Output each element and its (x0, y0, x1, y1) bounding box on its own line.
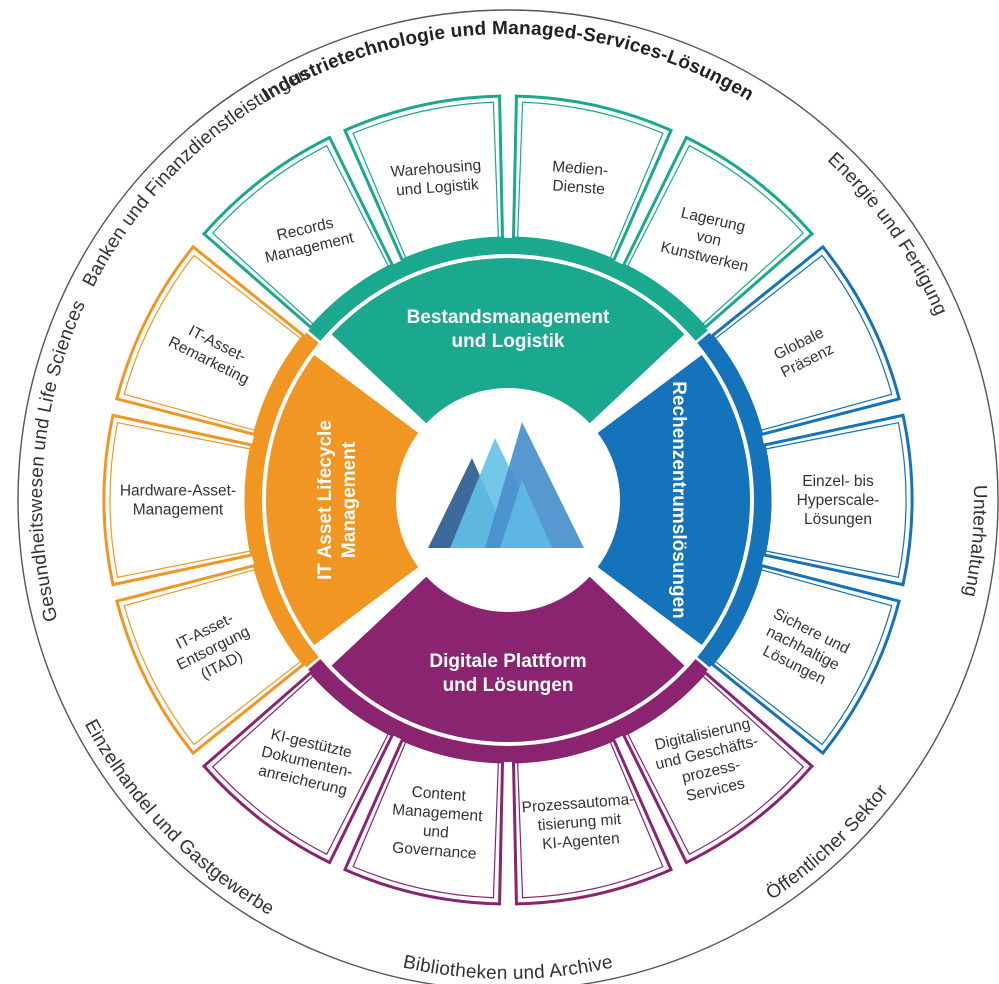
industry-label-libraries: Bibliotheken und Archive (401, 952, 614, 984)
industry-label-public-sector: Öffentlicher Sektor (763, 781, 893, 905)
segment-label-line: Warehousing (390, 157, 482, 181)
segment-datacenter-2[interactable]: Sichere undnachhaltigeLösungen (710, 563, 901, 756)
segment-label: Medien-Dienste (550, 158, 609, 198)
category-band-thin (245, 332, 319, 668)
category-bands: Bestandsmanagement und LogistikRechenzent… (245, 238, 771, 762)
category-label-datacenter: Rechenzentrumslösungen (668, 381, 689, 619)
category-label-line: Bestandsmanagement (407, 307, 610, 328)
category-label-digital: Digitale Plattform und Lösungen (429, 651, 586, 696)
segment-label-line: Management (392, 801, 484, 825)
category-band-thick (331, 568, 685, 743)
industry-label-healthcare: Gesundheitswesen und Life Sciences (26, 297, 90, 624)
category-digital[interactable]: Digitale Plattform und Lösungen (308, 568, 708, 762)
segment-itam-1[interactable]: Hardware-Asset- Management (102, 413, 254, 587)
segment-label-line: Dienste (552, 177, 606, 198)
segment-label-line: KI-Agenten (542, 830, 621, 853)
segment-label-line: Governance (392, 839, 478, 862)
category-label-line: und Lösungen (443, 675, 574, 696)
segment-logistics-3[interactable]: LagerungvonKunstwerken (621, 135, 815, 330)
segment-logistics-0[interactable]: RecordsManagement (201, 135, 395, 330)
category-band-thin (697, 332, 771, 668)
industry-label-industry-technology: Industrietechnologie und Managed-Service… (259, 18, 757, 106)
segment-label-line: Content (411, 784, 467, 805)
segment-digital-0[interactable]: Digitalisierungund Geschäfts-prozess-Ser… (621, 670, 815, 865)
mountain-logo-icon (428, 422, 584, 548)
category-label-line: Management (339, 441, 360, 558)
logo-peak-highlight (500, 480, 552, 548)
segment-digital-2[interactable]: ContentManagementundGovernance (342, 737, 505, 906)
segment-label: Sichere undnachhaltigeLösungen (753, 605, 852, 691)
segment-label: Warehousingund Logistik (390, 157, 483, 200)
outer-circle (17, 9, 999, 984)
industry-label-entertainment: Unterhaltung (959, 485, 990, 599)
segment-label-line: und Logistik (395, 176, 479, 199)
logo-peak-right (485, 422, 584, 548)
segment-label-line: Medien- (552, 158, 609, 179)
category-band-thick (331, 258, 685, 432)
segment-label-line: tisierung mit (537, 811, 622, 834)
segment-itam-2[interactable]: IT-Asset-Remarketing (115, 244, 306, 437)
segment-label-line: Hardware-Asset- (120, 483, 236, 500)
segment-label-line: Einzel- bis (802, 473, 874, 490)
category-label-logistics: Bestandsmanagement und Logistik (407, 307, 610, 352)
category-label-line: Digitale Plattform (429, 651, 586, 672)
category-band-thin (308, 659, 708, 762)
segment-label: Hardware-Asset- Management (120, 483, 236, 519)
segment-label-line: Hyperscale- (797, 492, 880, 509)
segment-label-line: Lösungen (804, 511, 872, 528)
center-hub (396, 388, 620, 612)
category-datacenter[interactable]: Rechenzentrumslösungen (588, 332, 771, 668)
segment-digital-1[interactable]: Prozessautoma-tisierung mitKI-Agenten (511, 737, 674, 906)
segment-label: Prozessautoma-tisierung mitKI-Agenten (521, 791, 638, 854)
category-logistics[interactable]: Bestandsmanagement und Logistik (308, 238, 708, 432)
category-band-thick (266, 355, 428, 645)
segment-label-line: und (422, 823, 449, 842)
category-label-line: und Logistik (452, 331, 565, 352)
segment-datacenter-0[interactable]: GlobalePräsenz (710, 244, 901, 437)
category-label-line: Rechenzentrumslösungen (668, 381, 689, 619)
segment-label-line: von (695, 228, 723, 250)
category-label-line: IT Asset Lifecycle (315, 420, 336, 580)
segment-digital-3[interactable]: KI-gestützteDokumenten-anreicherung (201, 670, 395, 865)
segment-label: ContentManagementundGovernance (389, 782, 486, 863)
segment-outline (102, 413, 254, 587)
category-band-thin (308, 238, 708, 341)
segment-logistics-2[interactable]: Medien-Dienste (511, 94, 674, 263)
category-band-thick (588, 355, 750, 645)
segment-label-line: Management (133, 502, 224, 519)
